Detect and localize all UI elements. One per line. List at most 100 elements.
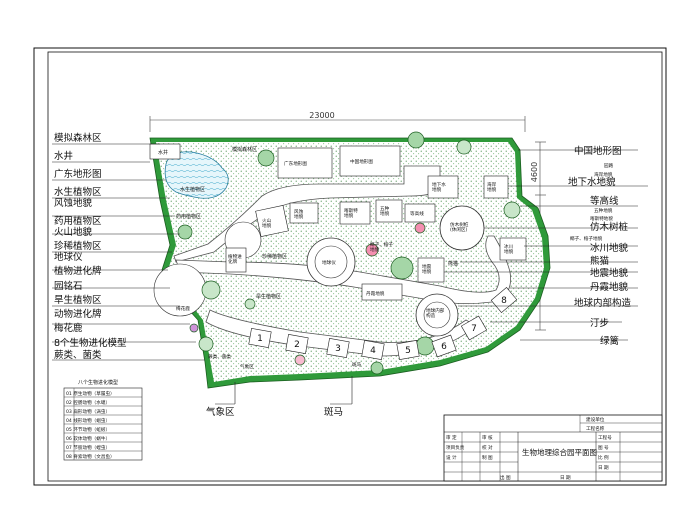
map-label-erosion: 风蚀地貌	[294, 208, 304, 220]
map-label-forest: 模拟森林区	[232, 146, 257, 153]
map-label-quake: 地震地貌	[422, 263, 432, 275]
model-number-7: 7	[471, 324, 477, 334]
well-box	[149, 143, 181, 160]
map-inner-labels: 模拟森林区 水井 广东地形图 中国地形图 地下水地貌 海岸地貌 水生植物区 药用…	[158, 146, 514, 370]
coast-box	[483, 175, 509, 199]
karst-box	[339, 201, 371, 225]
legend-row-4: 05 环节动物（蚯蚓）	[66, 426, 110, 433]
core-inner	[423, 301, 451, 329]
title-cell-right-3: 日 期	[598, 465, 609, 471]
right-labels: 中国地形图 地下水地貌 等高线 仿木树桩 冰川地貌 熊猫 地震地貌 丹霞地貌 地…	[568, 145, 632, 347]
title-cell-3: 校 对	[482, 444, 493, 451]
legend-row-1: 02 腔肠动物（水螅）	[66, 399, 110, 406]
left-label-4: 风蚀地貌	[54, 197, 93, 209]
aquatic-pond	[164, 151, 229, 199]
map-label-contour: 等高线	[410, 210, 424, 217]
left-label-2: 广东地形图	[54, 168, 102, 180]
map-label-groundwater: 地下水地貌	[432, 181, 446, 193]
left-label-8: 地球仪	[54, 251, 83, 263]
garden-path-upper	[173, 165, 441, 263]
map-label-evolution-board: 植物进化牌	[228, 253, 242, 265]
map-label-glacier: 冰川地貌	[504, 243, 514, 255]
left-label-0: 模拟森林区	[54, 132, 102, 144]
left-label-15: 蕨类、菌类	[54, 349, 102, 361]
title-cell-0: 审 定	[446, 434, 457, 441]
model-number-8: 8	[501, 296, 507, 306]
legend-row-7: 08 脊索动物（文昌鱼）	[66, 453, 115, 460]
right-label-1: 地下水地貌	[568, 176, 616, 188]
map-label-stump: 仿木树桩(休闲区)	[450, 221, 469, 233]
right-label-3: 仿木树桩	[590, 221, 629, 233]
right-label-leaders	[444, 149, 648, 341]
right-small-label-2: 五种地貌	[594, 207, 613, 214]
inner-frame	[47, 51, 663, 482]
dimension-width-label: 23000	[309, 111, 334, 120]
right-label-10: 绿篱	[600, 335, 619, 347]
right-small-label-1: 海岸地貌	[594, 171, 613, 178]
right-small-label-4: 椰子、榕子地貌	[570, 235, 603, 242]
dimension-height-top-label: 4600	[530, 162, 539, 182]
guangdong-map-box	[277, 147, 333, 179]
left-label-10: 园铭石	[54, 280, 83, 292]
model-number-2: 2	[294, 340, 300, 350]
title-cell-right-1: 图 号	[598, 445, 609, 451]
map-label-coconut: 椰子、榕子地貌	[370, 241, 393, 253]
left-labels: 模拟森林区 水井 广东地形图 水生植物区 风蚀地貌 药用植物区 火山地貌 珍稀植…	[54, 132, 127, 361]
quake-box	[417, 257, 445, 283]
legend-row-5: 06 软体动物（蜗牛）	[66, 435, 110, 442]
map-label-arid: 旱生植物区	[256, 293, 281, 300]
right-label-9: 汀步	[590, 318, 609, 329]
legend-table: 八个生物进化模型 01 原生动物（草履虫） 02 腔肠动物（水螅） 03 扁形动…	[63, 379, 143, 461]
outer-frame	[33, 47, 667, 486]
map-label-coast: 海岸地貌	[487, 181, 497, 193]
glacier-box	[499, 237, 527, 261]
legend-row-6: 07 节肢动物（蝗虫）	[66, 444, 110, 451]
erosion-box	[289, 202, 319, 224]
title-block-project: 工程名称	[586, 425, 605, 432]
map-label-well: 水井	[158, 149, 168, 156]
left-label-5: 药用植物区	[54, 215, 102, 227]
globe-inner	[314, 245, 348, 279]
map-label-danxia: 丹霞地貌	[366, 290, 385, 297]
legend-row-0: 01 原生动物（草履虫）	[66, 390, 115, 397]
left-label-7: 珍稀植物区	[54, 240, 102, 252]
drawing-title: 生物地理综合园平面图	[522, 447, 597, 457]
map-label-five: 五种地貌	[380, 205, 390, 217]
left-label-9: 植物进化牌	[54, 265, 102, 277]
bottom-label-zebra: 斑马	[324, 406, 343, 418]
left-label-14: 8个生物进化模型	[54, 337, 127, 349]
map-label-china: 中国地形图	[350, 158, 373, 165]
right-small-labels: 园路 海岸地貌 五种地貌 喀斯特地貌 椰子、榕子地貌	[570, 162, 614, 242]
bottom-label-leaders	[215, 376, 353, 405]
map-label-volcano: 火山地貌	[262, 217, 272, 229]
bottom-label-weather: 气象区	[206, 406, 235, 418]
volcano-box	[255, 205, 289, 237]
left-label-6: 火山地貌	[54, 226, 93, 238]
title-cell-5: 制 图	[482, 454, 493, 461]
title-footer-1: 日 期	[560, 475, 571, 481]
china-map-box	[339, 145, 401, 177]
right-label-8: 地球内部构造	[574, 297, 632, 309]
right-small-label-3: 喀斯特地貌	[590, 215, 613, 222]
left-label-leaders	[52, 143, 205, 361]
contour-box	[404, 203, 436, 223]
map-label-panda: 熊猫	[448, 260, 458, 267]
right-label-6: 地震地貌	[590, 267, 629, 279]
model-number-3: 3	[335, 344, 341, 354]
five-box	[375, 199, 403, 223]
map-label-karst: 喀斯特地貌	[344, 207, 358, 219]
right-label-0: 中国地形图	[574, 145, 622, 157]
model-number-4: 4	[370, 346, 376, 356]
title-cell-4: 设 计	[446, 454, 457, 461]
map-label-aquatic: 水生植物区	[180, 186, 205, 193]
map-label-plum: 梅花鹿	[176, 305, 190, 312]
right-label-7: 丹霞地貌	[590, 281, 629, 293]
legend-title: 八个生物进化模型	[78, 379, 118, 386]
left-label-3: 水生植物区	[54, 186, 102, 198]
title-cell-right-2: 比 例	[598, 454, 609, 461]
model-number-6: 6	[441, 342, 447, 352]
title-cell-2: 项目负责	[446, 444, 465, 451]
right-small-label-0: 园路	[604, 162, 614, 169]
small-box-left	[225, 247, 247, 273]
